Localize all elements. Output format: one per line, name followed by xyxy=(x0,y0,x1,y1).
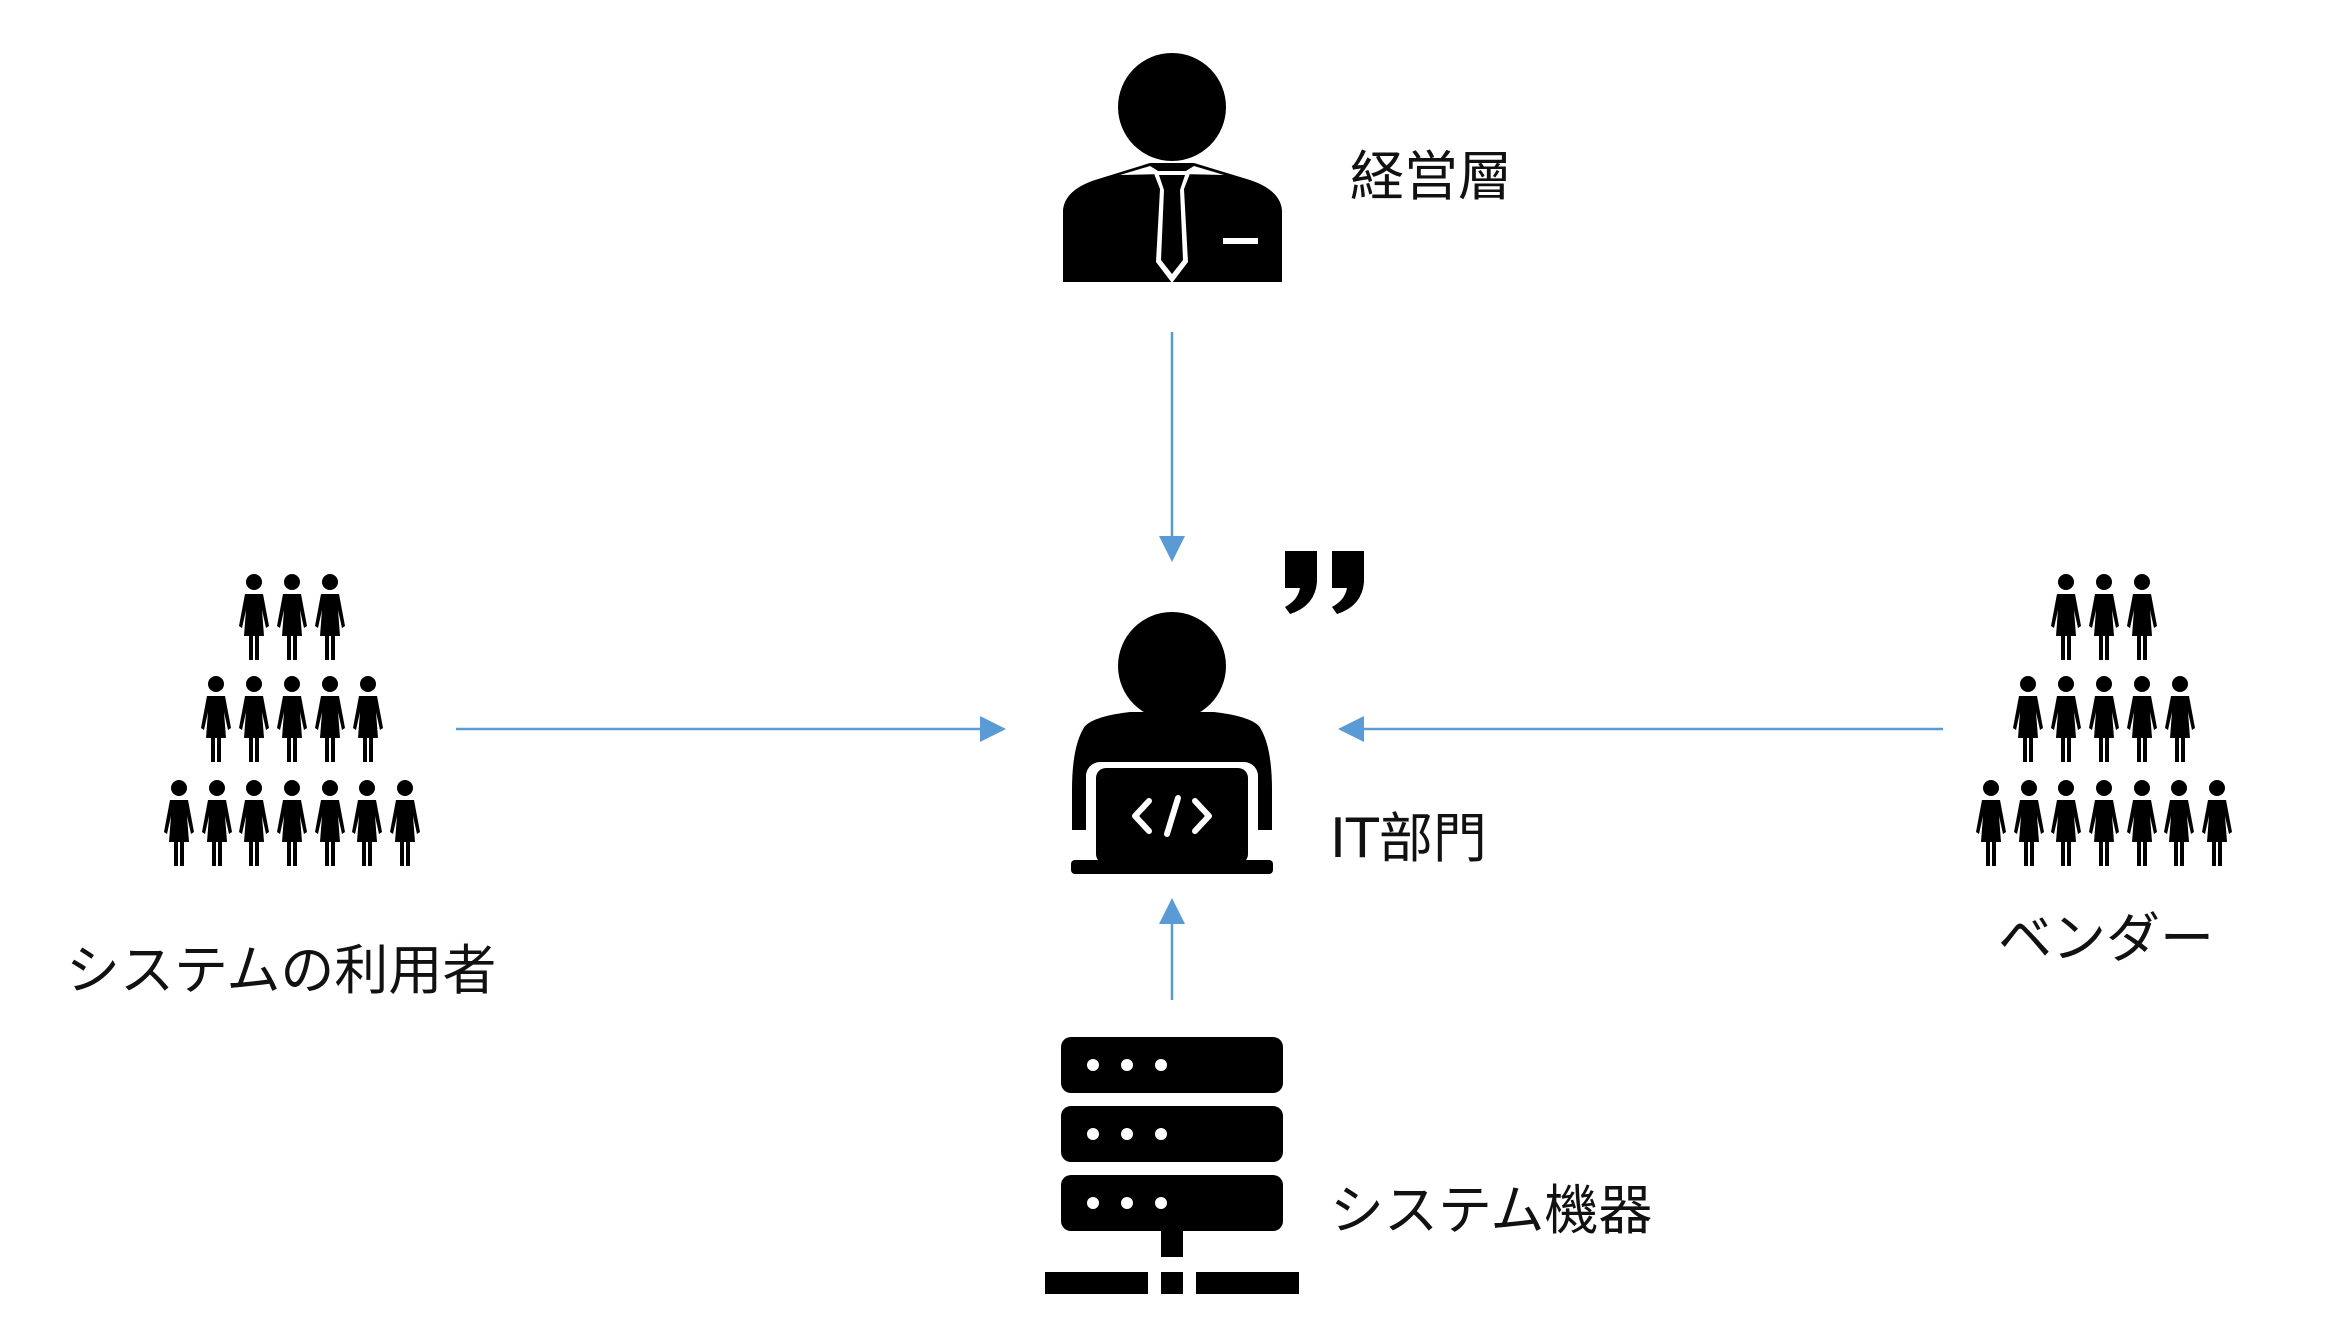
arrow-executive-to-it xyxy=(1159,332,1185,562)
arrow-equipment-to-it xyxy=(1159,898,1185,1000)
label-executive: 経営層 xyxy=(1350,145,1512,208)
users-crowd-icon xyxy=(164,574,420,866)
label-system-users: システムの利用者 xyxy=(66,939,497,1002)
arrow-vendor-to-it xyxy=(1338,716,1943,742)
server-rack-icon xyxy=(1045,1037,1299,1294)
label-vendor: ベンダー xyxy=(1998,907,2214,970)
vendor-crowd-icon xyxy=(1976,574,2232,866)
quote-mark-icon xyxy=(1285,551,1364,614)
label-it-department: IT部門 xyxy=(1330,807,1487,870)
arrow-users-to-it xyxy=(456,716,1006,742)
label-system-equipment: システム機器 xyxy=(1330,1179,1653,1242)
edges xyxy=(456,332,1943,1000)
developer-laptop-icon xyxy=(1071,612,1273,874)
businessman-icon xyxy=(1063,53,1282,283)
